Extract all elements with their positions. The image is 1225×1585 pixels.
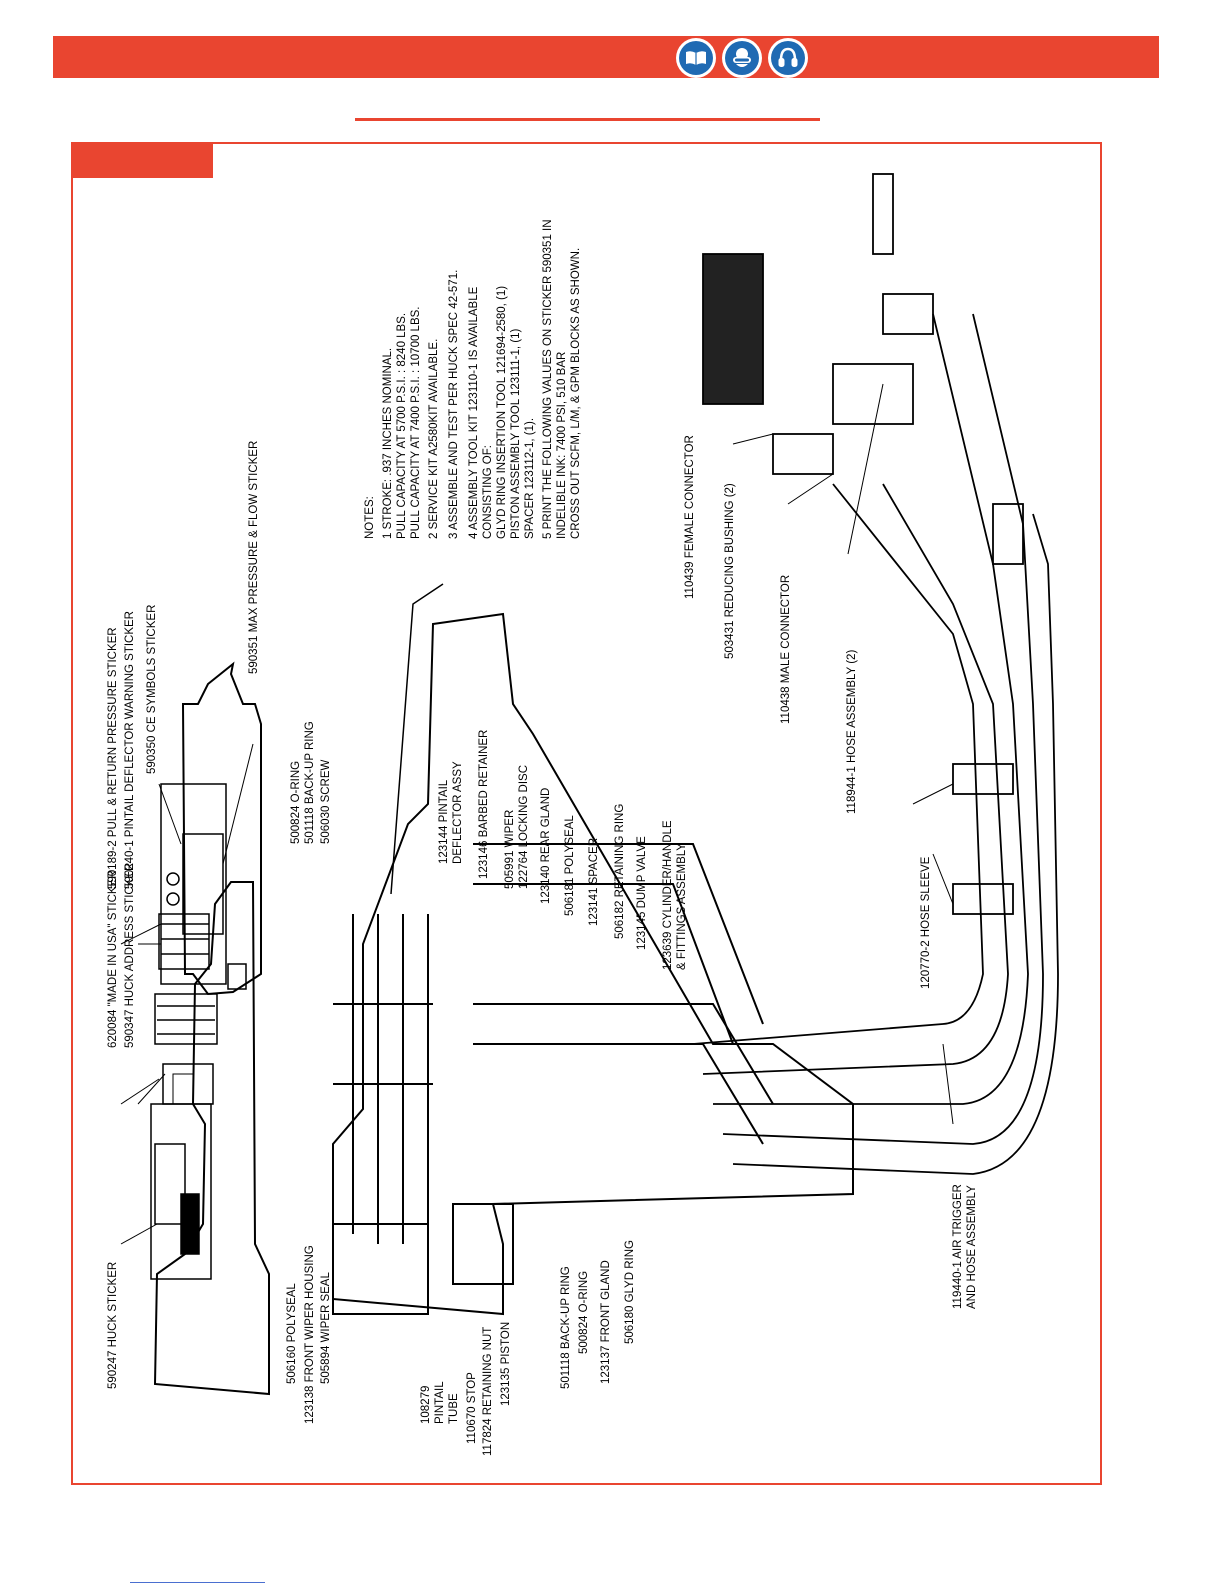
notes-block: NOTES: 1 STROKE: .937 INCHES NOMINAL. PU… xyxy=(364,219,582,539)
part-label: 500824 O-RING xyxy=(578,1271,590,1354)
sticker-labels: 590247 HUCK STICKER 620084 "MADE IN USA"… xyxy=(107,441,260,1389)
sticker-label: 590350 CE SYMBOLS STICKER xyxy=(146,605,158,774)
part-label: 123141 SPACER xyxy=(588,838,600,926)
sticker-label: 620084 "MADE IN USA" STICKER xyxy=(107,870,119,1048)
sticker-view-left xyxy=(150,881,270,1396)
part-label: 123138 FRONT WIPER HOUSING xyxy=(304,1245,316,1424)
sticker-label: 590347 HUCK ADDRESS STICKER xyxy=(124,863,136,1048)
part-label: DEFLECTOR ASSY xyxy=(452,761,464,864)
part-label: 108279 xyxy=(420,1386,432,1424)
note-line: PULL CAPACITY AT 5700 P.S.I. : 8240 LBS. xyxy=(396,313,408,539)
upper-part-labels: 500824 O-RING 501118 BACK-UP RING 506030… xyxy=(290,721,688,970)
notes-title: NOTES: xyxy=(364,496,376,539)
title-underline xyxy=(355,118,820,121)
part-label: AND HOSE ASSEMBLY xyxy=(966,1185,978,1309)
note-line: 3 ASSEMBLE AND TEST PER HUCK SPEC 42-571… xyxy=(448,270,460,539)
sticker-label: 590351 MAX PRESSURE & FLOW STICKER xyxy=(248,441,260,674)
part-label: 120770-2 HOSE SLEEVE xyxy=(920,856,932,989)
footer-link-underline xyxy=(130,1582,265,1583)
part-label: 123639 CYLINDER/HANDLE xyxy=(662,820,674,970)
cross-section xyxy=(332,583,854,1316)
part-label: 123145 DUMP VALVE xyxy=(636,836,648,950)
book-icon xyxy=(676,38,716,78)
note-line: GLYD RING INSERTION TOOL 121694-2580, (1… xyxy=(496,286,508,539)
section-tab xyxy=(71,142,213,178)
part-label: 123140 REAR GLAND xyxy=(540,788,552,904)
safety-goggles-icon xyxy=(722,38,762,78)
note-line: 2 SERVICE KIT A2580KIT AVAILABLE. xyxy=(428,339,440,539)
part-label: 506180 GLYD RING xyxy=(624,1240,636,1344)
part-label: 500824 O-RING xyxy=(290,761,302,844)
part-label: 501118 BACK-UP RING xyxy=(304,721,316,844)
part-label: 501118 BACK-UP RING xyxy=(560,1266,572,1389)
note-line: INDELIBLE INK: 7400 PSI, 510 BAR xyxy=(556,352,568,539)
ear-protection-icon xyxy=(768,38,808,78)
part-label: 505991 WIPER xyxy=(504,810,516,889)
diagram-svg: 590247 HUCK STICKER 620084 "MADE IN USA"… xyxy=(107,173,1059,1456)
part-label: 503431 REDUCING BUSHING (2) xyxy=(724,483,736,659)
part-label: 123137 FRONT GLAND xyxy=(600,1260,612,1384)
sticker-label: 590189-2 PULL & RETURN PRESSURE STICKER xyxy=(107,627,119,889)
exploded-diagram: 590247 HUCK STICKER 620084 "MADE IN USA"… xyxy=(73,144,1100,1488)
part-label: 123144 PINTAIL xyxy=(438,779,450,864)
hose-part-labels: 110439 FEMALE CONNECTOR 503431 REDUCING … xyxy=(684,435,978,1309)
part-label: 123135 PISTON xyxy=(500,1322,512,1406)
note-line: PULL CAPACITY AT 7400 P.S.I. : 10700 LBS… xyxy=(410,307,422,539)
sticker-view-right xyxy=(154,661,262,1045)
part-label: 506160 POLYSEAL xyxy=(286,1283,298,1384)
part-label: & FITTINGS ASSEMBLY xyxy=(676,843,688,970)
sticker-label: 590240-1 PINTAIL DEFLECTOR WARNING STICK… xyxy=(124,611,136,889)
part-label: 110670 STOP xyxy=(466,1372,478,1444)
part-label: 123146 BARBED RETAINER xyxy=(478,730,490,879)
part-label: 110438 MALE CONNECTOR xyxy=(780,575,792,724)
hose-lines xyxy=(692,173,1059,1175)
note-line: PISTON ASSEMBLY TOOL 123111-1, (1) xyxy=(510,329,522,539)
note-line: SPACER 123112-1, (1). xyxy=(524,418,536,539)
part-label: 506181 POLYSEAL xyxy=(564,815,576,916)
note-line: 1 STROKE: .937 INCHES NOMINAL. xyxy=(382,348,394,539)
part-label: 505894 WIPER SEAL xyxy=(320,1272,332,1384)
part-label: 122764 LOCKING DISC xyxy=(518,765,530,889)
part-label: 119440-1 AIR TRIGGER xyxy=(952,1184,964,1309)
part-label: PINTAIL xyxy=(434,1381,446,1424)
part-label: 506182 RETAINING RING xyxy=(614,804,626,939)
header-bar xyxy=(53,36,1159,78)
leader-lines xyxy=(120,383,954,1245)
note-line: 5 PRINT THE FOLLOWING VALUES ON STICKER … xyxy=(542,219,554,539)
lower-part-labels: 506160 POLYSEAL 123138 FRONT WIPER HOUSI… xyxy=(286,1240,636,1456)
sticker-label: 590247 HUCK STICKER xyxy=(107,1262,119,1389)
drawing-frame xyxy=(71,142,1102,1485)
safety-icons xyxy=(676,38,808,78)
note-line: CROSS OUT SCFM, L/M, & GPM BLOCKS AS SHO… xyxy=(570,248,582,539)
note-line: 4 ASSEMBLY TOOL KIT 123110-1 IS AVAILABL… xyxy=(468,286,480,539)
part-label: 117824 RETAINING NUT xyxy=(482,1327,494,1456)
note-line: CONSISTING OF: xyxy=(482,445,494,539)
part-label: TUBE xyxy=(448,1393,460,1424)
part-label: 110439 FEMALE CONNECTOR xyxy=(684,435,696,599)
part-label: 506030 SCREW xyxy=(320,759,332,844)
part-label: 118944-1 HOSE ASSEMBLY (2) xyxy=(846,650,858,814)
